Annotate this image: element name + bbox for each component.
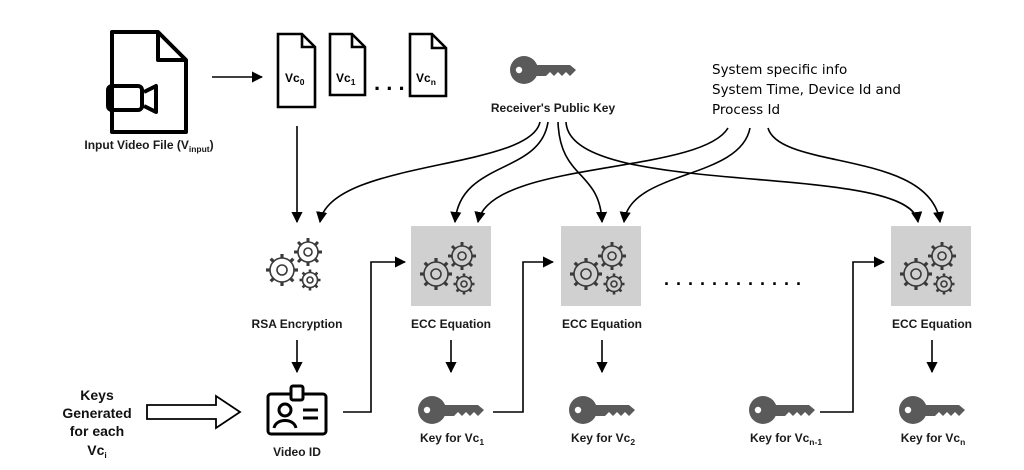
svg-text:for each: for each [70, 423, 124, 439]
key-label-vc1: Key for Vc1 [420, 431, 484, 447]
receiver-key-icon [510, 56, 576, 84]
keys-generated-text: Keys Generated for each Vci [62, 387, 131, 460]
ecc-label-n: ECC Equation [892, 317, 972, 331]
connector-keyn1-to-eccn [820, 256, 886, 413]
flow-connectors [291, 121, 945, 224]
system-info-text: System specific info System Time, Device… [712, 62, 901, 118]
key-icon-vcn-1 [749, 396, 815, 424]
svg-text:Vci: Vci [87, 442, 107, 460]
segment-vc0: Vc0 [276, 32, 317, 109]
key-label-vcn: Key for Vcn [901, 431, 966, 447]
ecc-label-2: ECC Equation [562, 317, 642, 331]
ecc-ellipsis: . . . . . . . . . . . . [664, 269, 802, 289]
connector-videoid-to-ecc1 [343, 256, 407, 413]
key-icon-vc2 [569, 396, 635, 424]
svg-text:Vc0: Vc0 [285, 71, 305, 87]
svg-text:System specific info: System specific info [712, 62, 847, 78]
hollow-arrow [146, 394, 242, 430]
ecc-label-1: ECC Equation [411, 317, 491, 331]
svg-text:Keys: Keys [80, 387, 114, 403]
svg-text:Vc1: Vc1 [336, 71, 356, 87]
receiver-key-label: Receiver's Public Key [491, 101, 616, 115]
svg-text:Process Id: Process Id [712, 102, 780, 118]
segment-vc1: Vc1 [328, 32, 367, 97]
svg-text:Vcn: Vcn [416, 71, 436, 87]
id-card-icon [266, 384, 328, 436]
video-id-label: Video ID [273, 445, 321, 459]
rsa-label: RSA Encryption [252, 317, 343, 331]
svg-text:Generated: Generated [62, 405, 131, 421]
ecc-box-1 [411, 226, 491, 306]
key-label-vcn-1: Key for Vcn-1 [750, 431, 822, 447]
ecc-box-n [891, 226, 971, 306]
key-label-vc2: Key for Vc2 [571, 431, 635, 447]
rsa-gear-icon [264, 236, 324, 293]
input-video-label: Input Video File (Vinput) [84, 138, 213, 154]
connector-key1-to-ecc2 [493, 256, 555, 413]
segment-ellipsis: . . . [374, 70, 405, 95]
segment-vcn: Vcn [408, 32, 448, 98]
key-icon-vc1 [418, 396, 484, 424]
key-icon-vcn [899, 396, 965, 424]
video-file-icon [106, 30, 188, 134]
svg-text:System Time, Device Id and: System Time, Device Id and [712, 82, 901, 98]
ecc-box-2 [561, 226, 641, 306]
